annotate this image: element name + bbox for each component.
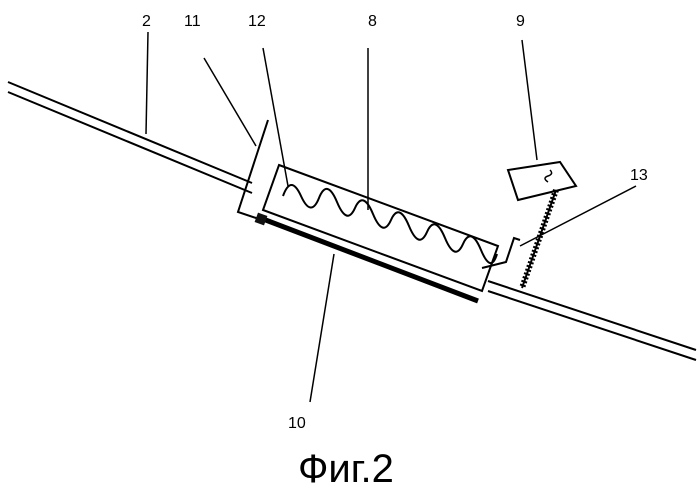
- leader-10: [310, 254, 334, 402]
- rod-lower-line-left: [8, 92, 252, 193]
- leader-2: [146, 32, 148, 134]
- base-strip-end-block: [255, 213, 268, 226]
- label-13: 13: [630, 167, 648, 184]
- label-2: 2: [142, 13, 151, 30]
- label-10: 10: [288, 415, 306, 432]
- leader-11: [204, 58, 256, 146]
- label-12: 12: [248, 13, 266, 30]
- label-11: 11: [184, 13, 201, 30]
- rod-lower-line-right: [488, 291, 696, 360]
- rod-upper-line-right: [488, 281, 696, 350]
- figure-caption: Фиг.2: [298, 447, 394, 491]
- rod-upper-line-left: [8, 82, 252, 183]
- label-8: 8: [368, 13, 377, 30]
- connector-head: [508, 162, 576, 200]
- housing-8: [263, 165, 498, 291]
- bracket-11: [238, 120, 268, 220]
- connector-9: [508, 162, 576, 288]
- label-9: 9: [516, 13, 525, 30]
- leader-12: [263, 48, 288, 186]
- leader-9: [522, 40, 537, 160]
